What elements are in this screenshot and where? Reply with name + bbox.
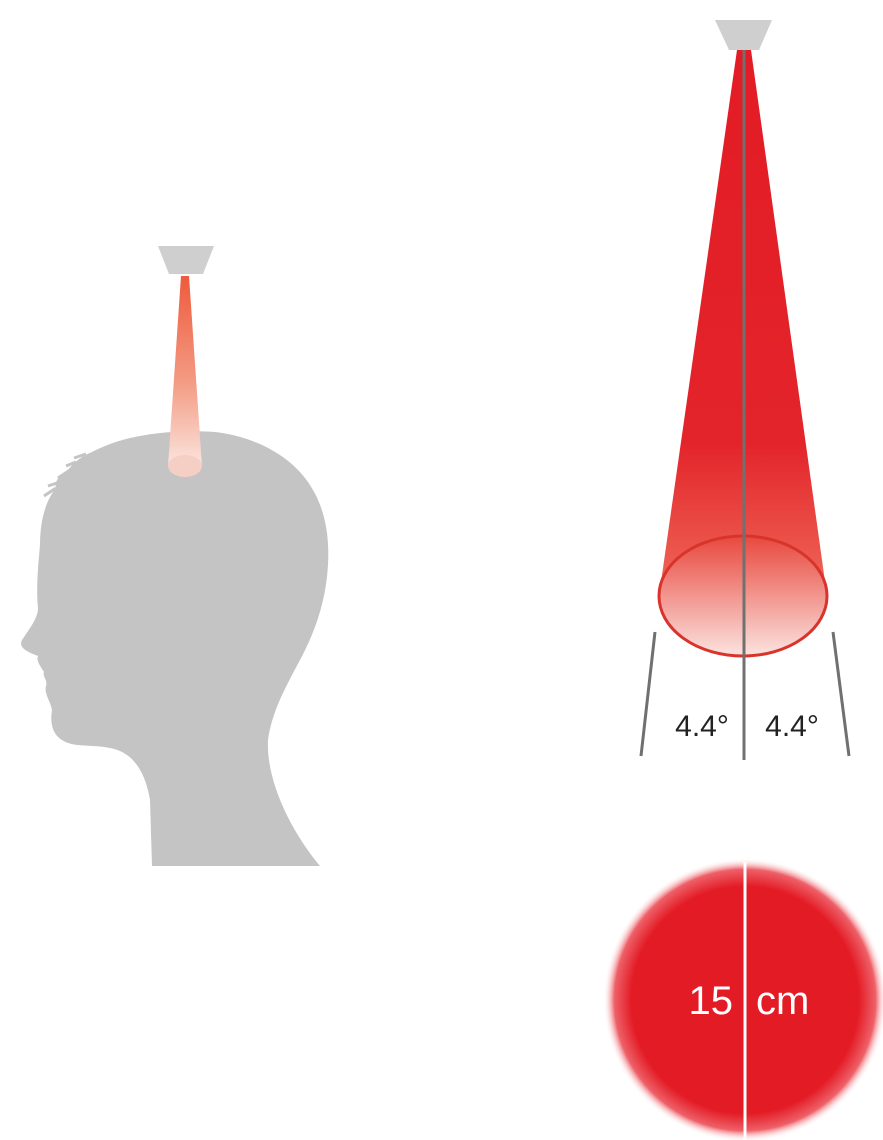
light-spot-diagram: 15 cm (603, 858, 883, 1140)
small-light-beam (168, 276, 202, 466)
beam-cone-diagram: 4.4° 4.4° (641, 20, 849, 760)
spot-diameter-value: 15 (689, 979, 734, 1023)
light-spot (603, 858, 883, 1140)
small-beam-landing (168, 455, 202, 477)
head-silhouette-icon (21, 431, 328, 866)
left-angle-tick (641, 632, 655, 756)
right-angle-tick (833, 632, 849, 756)
left-angle-label: 4.4° (675, 710, 729, 743)
head-illustration (21, 246, 328, 866)
spot-diameter-unit: cm (756, 979, 809, 1023)
large-spotlight-icon (715, 20, 772, 50)
right-angle-label: 4.4° (765, 710, 819, 743)
small-spotlight-icon (158, 246, 214, 274)
